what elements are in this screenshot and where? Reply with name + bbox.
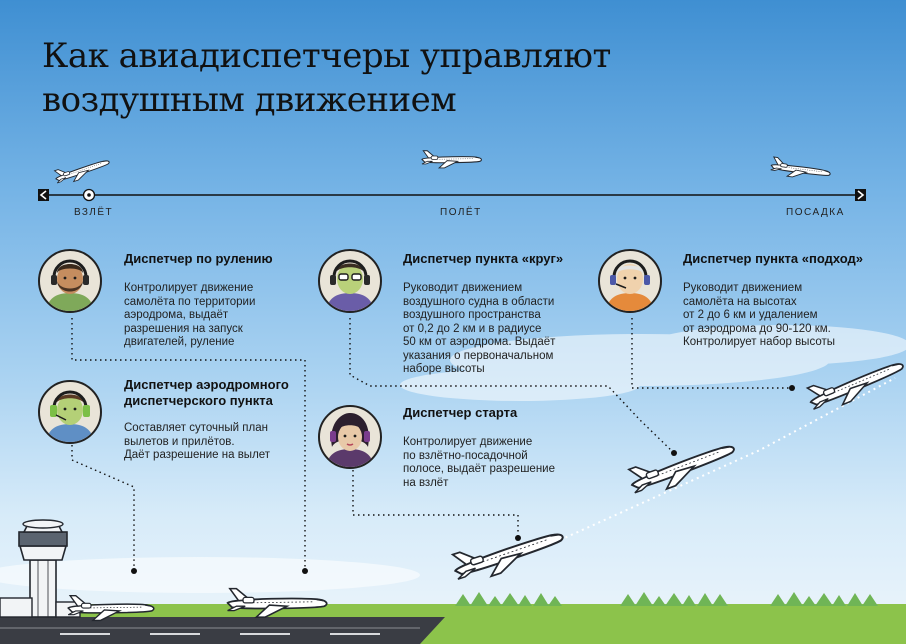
page-title-line-1: Как авиадиспетчеры управляют	[42, 36, 611, 76]
controller-avatar-icon	[38, 249, 102, 313]
page-title: Как авиадиспетчеры управляют воздушным д…	[42, 34, 611, 122]
airplane-icon	[52, 153, 112, 188]
timeline	[38, 188, 866, 202]
description-line: от аэродрома до 90-120 км.	[683, 322, 831, 335]
description-line: вылетов и прилётов.	[124, 435, 235, 448]
airplane-icon	[421, 150, 482, 169]
description-line: наборе высоты	[403, 363, 485, 375]
description-line: аэродрома, выдаёт	[124, 309, 229, 321]
description-line: Руководит движением	[403, 282, 523, 294]
description-line: разрешения на запуск	[124, 322, 243, 335]
role-taxi-description: Контролирует движение самолёта по террит…	[124, 282, 255, 350]
role-aerodrome-description: Составляет суточный план вылетов и прилё…	[124, 422, 270, 463]
forest	[455, 592, 878, 606]
role-aerodrome-name: Диспетчер аэродромного диспетчерского пу…	[124, 377, 289, 409]
description-line: на взлёт	[403, 476, 449, 489]
arrow-right-icon	[855, 189, 866, 201]
description-line: самолёта по территории	[124, 295, 256, 308]
controller-avatar-icon	[38, 380, 102, 444]
timeline-label-takeoff: ВЗЛЁТ	[74, 207, 114, 218]
clouds	[0, 325, 906, 593]
description-line: двигателей, руление	[124, 336, 235, 348]
description-line: воздушного судна в области	[403, 295, 555, 308]
description-line: Контролирует движение	[124, 282, 254, 294]
description-line: полосе, выдаёт разрешение	[403, 463, 555, 475]
role-circle-name: Диспетчер пункта «круг»	[403, 251, 564, 266]
timeline-label-landing: ПОСАДКА	[786, 207, 845, 218]
controller-avatar-icon	[318, 249, 382, 313]
description-line: Даёт разрешение на вылет	[124, 449, 271, 461]
airplane-icon	[625, 432, 740, 501]
flight-path	[559, 377, 896, 541]
description-line: указания о первоначальном	[403, 349, 554, 362]
description-line: Контролирует движение	[403, 436, 533, 448]
description-line: самолёта на высотах	[683, 295, 797, 308]
description-line: от 0,2 до 2 км и в радиусе	[403, 322, 542, 335]
runway	[0, 617, 445, 644]
name-line: Диспетчер аэродромного	[124, 377, 289, 392]
description-line: от 2 до 6 км и удалением	[683, 309, 818, 321]
airplane-icon	[769, 156, 832, 183]
controller-avatar-icon	[318, 405, 382, 469]
description-line: Составляет суточный план	[124, 422, 268, 434]
description-line: по взлётно-посадочной	[403, 449, 528, 462]
timeline-label-flight: ПОЛЁТ	[440, 207, 482, 218]
control-tower-icon	[0, 519, 81, 618]
role-approach-description: Руководит движением самолёта на высотах …	[683, 282, 835, 350]
connector-endpoints	[131, 385, 795, 574]
role-taxi-name: Диспетчер по рулению	[124, 251, 273, 266]
arrow-left-icon	[38, 189, 49, 201]
description-line: Руководит движением	[683, 282, 803, 294]
description-line: 50 км от аэродрома. Выдаёт	[403, 336, 556, 348]
ground	[0, 604, 906, 644]
role-approach-name: Диспетчер пункта «подход»	[683, 251, 864, 266]
role-circle-description: Руководит движением воздушного судна в о…	[403, 282, 555, 377]
page-title-line-2: воздушным движением	[42, 80, 457, 120]
description-line: Контролирует набор высоты	[683, 336, 835, 348]
airplane-icon	[449, 519, 569, 588]
controller-avatar-icon	[598, 249, 662, 313]
role-start-name: Диспетчер старта	[403, 405, 518, 420]
role-start-description: Контролирует движение по взлётно-посадоч…	[403, 436, 555, 490]
name-line: диспетчерского пункта	[124, 393, 273, 408]
connectors	[71, 318, 792, 570]
description-line: воздушного пространства	[403, 309, 541, 321]
